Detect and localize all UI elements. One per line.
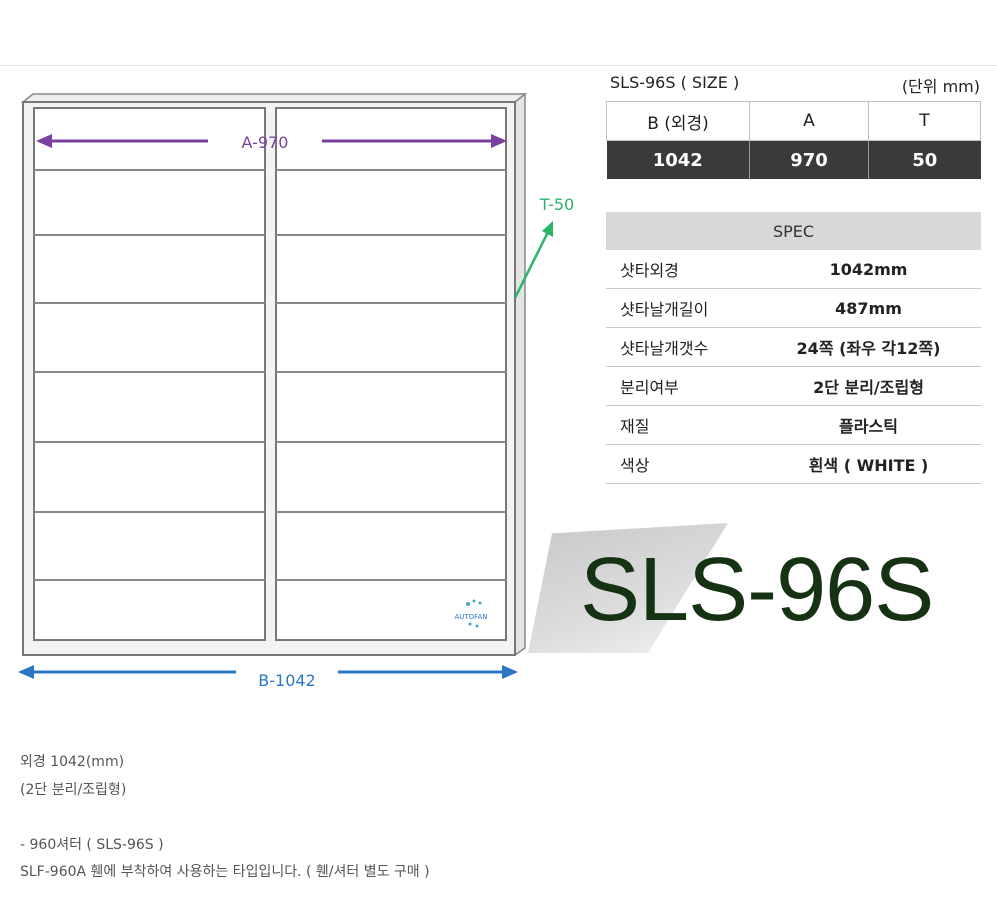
size-table: B (외경) A T 1042 970 50 (606, 101, 981, 179)
top-divider (0, 65, 997, 66)
spec-row: 분리여부 2단 분리/조립형 (606, 366, 981, 406)
shutter-diagram: A-970 T-50 B-1042 AUTOFAN (18, 92, 574, 690)
spec-row: 샷타날개갯수 24쪽 (좌우 각12쪽) (606, 327, 981, 367)
spec-key: 재질 (606, 405, 756, 445)
spec-value: 플라스틱 (756, 405, 981, 445)
right-louver-lines (276, 169, 506, 581)
right-panel (275, 107, 507, 641)
size-table-title: SLS-96S ( SIZE ) (610, 73, 740, 92)
description-line: 외경 1042(mm) (20, 754, 125, 770)
frame-top-depth (20, 93, 528, 103)
thickness-dimension-arrow (513, 221, 553, 299)
model-title: SLS-96S (580, 540, 934, 640)
size-header-b: B (외경) (606, 101, 750, 141)
size-value-t: 50 (868, 140, 981, 179)
thickness-dimension-label: T-50 (539, 195, 574, 214)
size-value-b: 1042 (606, 140, 750, 179)
spec-row: 재질 플라스틱 (606, 405, 981, 445)
size-table-unit: (단위 mm) (901, 77, 980, 96)
description-line: - 960셔터 ( SLS-96S ) (20, 837, 164, 853)
size-table-header: SLS-96S ( SIZE ) (단위 mm) (610, 73, 980, 96)
width-dimension-label: A-970 (242, 133, 289, 152)
spec-key: 분리여부 (606, 366, 756, 406)
spec-row: 샷타날개길이 487mm (606, 288, 981, 328)
svg-text:AUTOFAN: AUTOFAN (454, 613, 487, 621)
spec-value: 2단 분리/조립형 (756, 366, 981, 406)
spec-value: 흰색 ( WHITE ) (756, 444, 981, 484)
size-header-a: A (749, 101, 869, 141)
outer-dimension-label: B-1042 (258, 671, 315, 690)
spec-row: 샷타외경 1042mm (606, 250, 981, 289)
spec-header: SPEC (606, 212, 981, 250)
outer-dimension-arrow (18, 665, 518, 679)
left-louver-lines (34, 169, 265, 581)
spec-value: 24쪽 (좌우 각12쪽) (756, 327, 981, 367)
size-header-t: T (868, 101, 981, 141)
spec-header-row: SPEC (606, 212, 981, 250)
width-dimension-arrow (36, 134, 507, 148)
spec-key: 샷타날개길이 (606, 288, 756, 328)
spec-value: 1042mm (756, 250, 981, 289)
description-line: SLF-960A 휀에 부착하여 사용하는 타입입니다. ( 휀/셔터 별도 구… (20, 864, 430, 880)
description-line: (2단 분리/조립형) (20, 782, 127, 798)
size-table-header-row: B (외경) A T (606, 101, 981, 141)
spec-key: 샷타날개갯수 (606, 327, 756, 367)
left-panel (33, 107, 266, 641)
spec-row: 색상 흰색 ( WHITE ) (606, 444, 981, 484)
autofan-logo: AUTOFAN (454, 599, 488, 628)
size-value-a: 970 (749, 140, 869, 179)
spec-key: 색상 (606, 444, 756, 484)
size-table-value-row: 1042 970 50 (606, 140, 981, 179)
spec-key: 샷타외경 (606, 250, 756, 289)
spec-table: SPEC 샷타외경 1042mm 샷타날개길이 487mm 샷타날개갯수 24쪽… (606, 212, 981, 484)
frame-side-depth (514, 92, 526, 657)
spec-value: 487mm (756, 288, 981, 328)
